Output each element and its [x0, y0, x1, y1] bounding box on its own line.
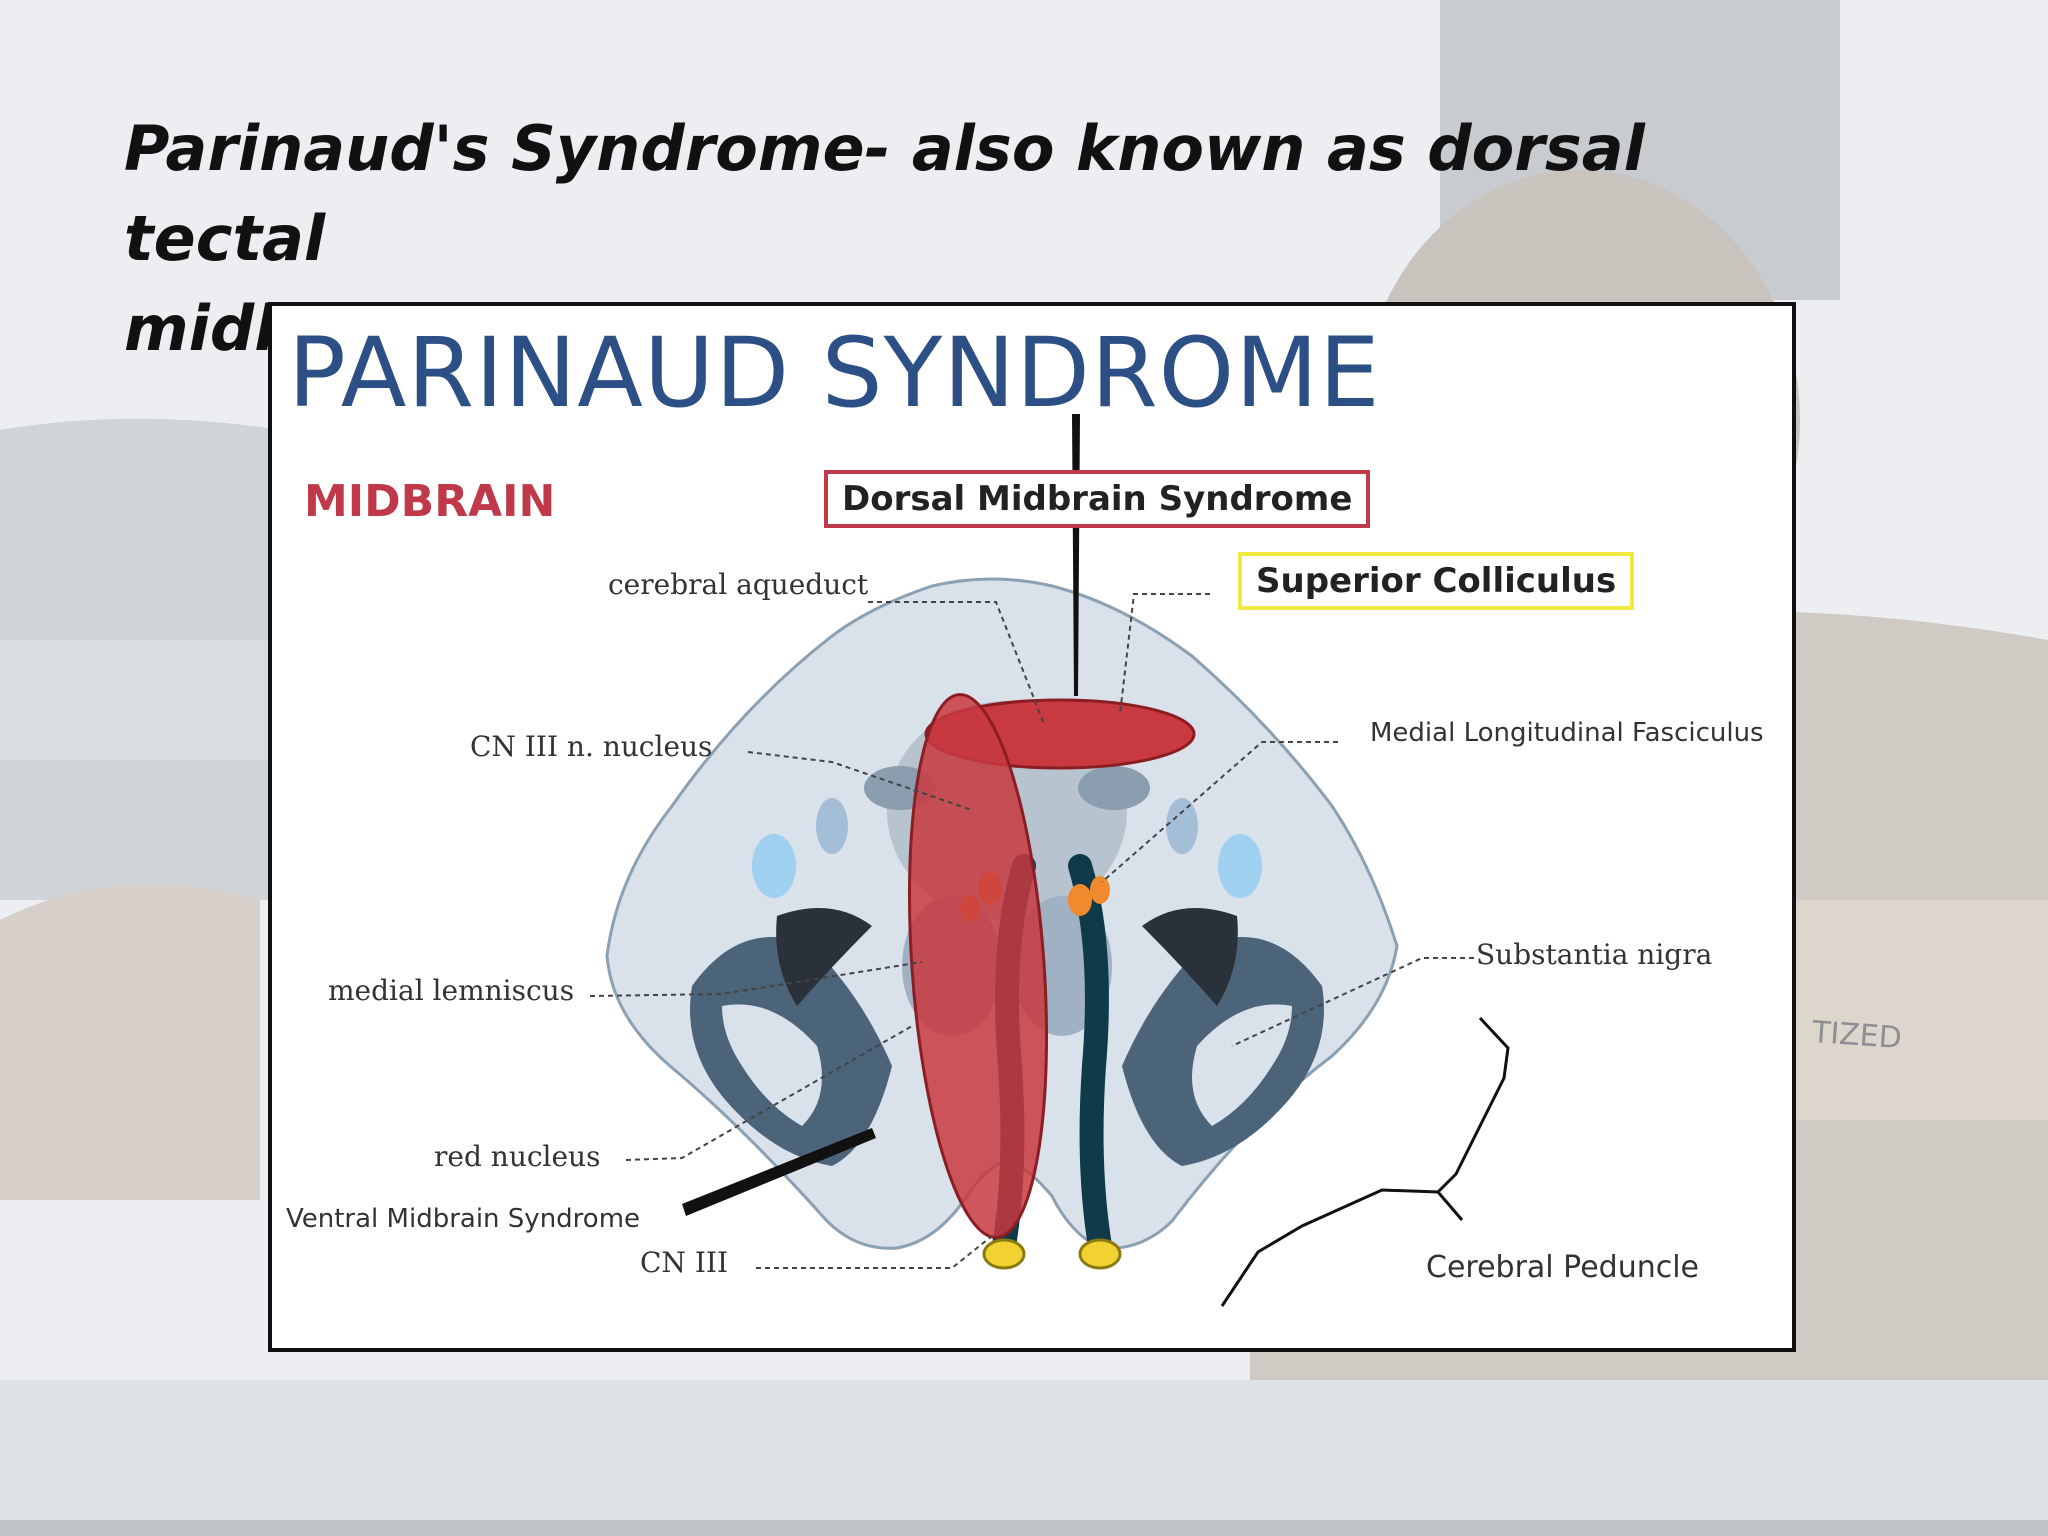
superior-colliculus-label: Superior Colliculus [1238, 552, 1635, 610]
label-cerebral-aqueduct: cerebral aqueduct [608, 568, 869, 601]
midbrain-figure: PARINAUD SYNDROME MIDBRAIN Dorsal Midbra… [268, 302, 1796, 1352]
dorsal-midbrain-syndrome-label: Dorsal Midbrain Syndrome [824, 470, 1371, 528]
label-red-nucleus: red nucleus [434, 1140, 601, 1173]
ventral-pointer [682, 1128, 876, 1216]
cn3-nucleus-right [1068, 884, 1092, 916]
leader-lines [589, 593, 1474, 1269]
label-cn3-nucleus: CN III n. nucleus [470, 730, 713, 763]
label-cerebral-peduncle: Cerebral Peduncle [1426, 1250, 1700, 1285]
cn3-right-fibre [1068, 854, 1112, 1258]
label-medial-lemniscus: medial lemniscus [328, 974, 575, 1007]
peduncle-brace [1220, 1016, 1510, 1307]
label-ventral-midbrain-syndrome: Ventral Midbrain Syndrome [286, 1204, 641, 1234]
midbrain-diagram [589, 414, 1510, 1307]
label-substantia-nigra: Substantia nigra [1476, 938, 1713, 971]
label-mlf: Medial Longitudinal Fasciculus [1370, 718, 1764, 748]
figure-title: PARINAUD SYNDROME [288, 317, 1381, 429]
background-text: TIZED [1810, 1014, 1903, 1057]
midbrain-label: MIDBRAIN [304, 476, 556, 527]
label-cn3: CN III [640, 1246, 729, 1279]
ventral-midbrain-highlight [907, 693, 1049, 1239]
slide-title-line1: Parinaud's Syndrome- also known as dorsa… [124, 112, 1645, 275]
